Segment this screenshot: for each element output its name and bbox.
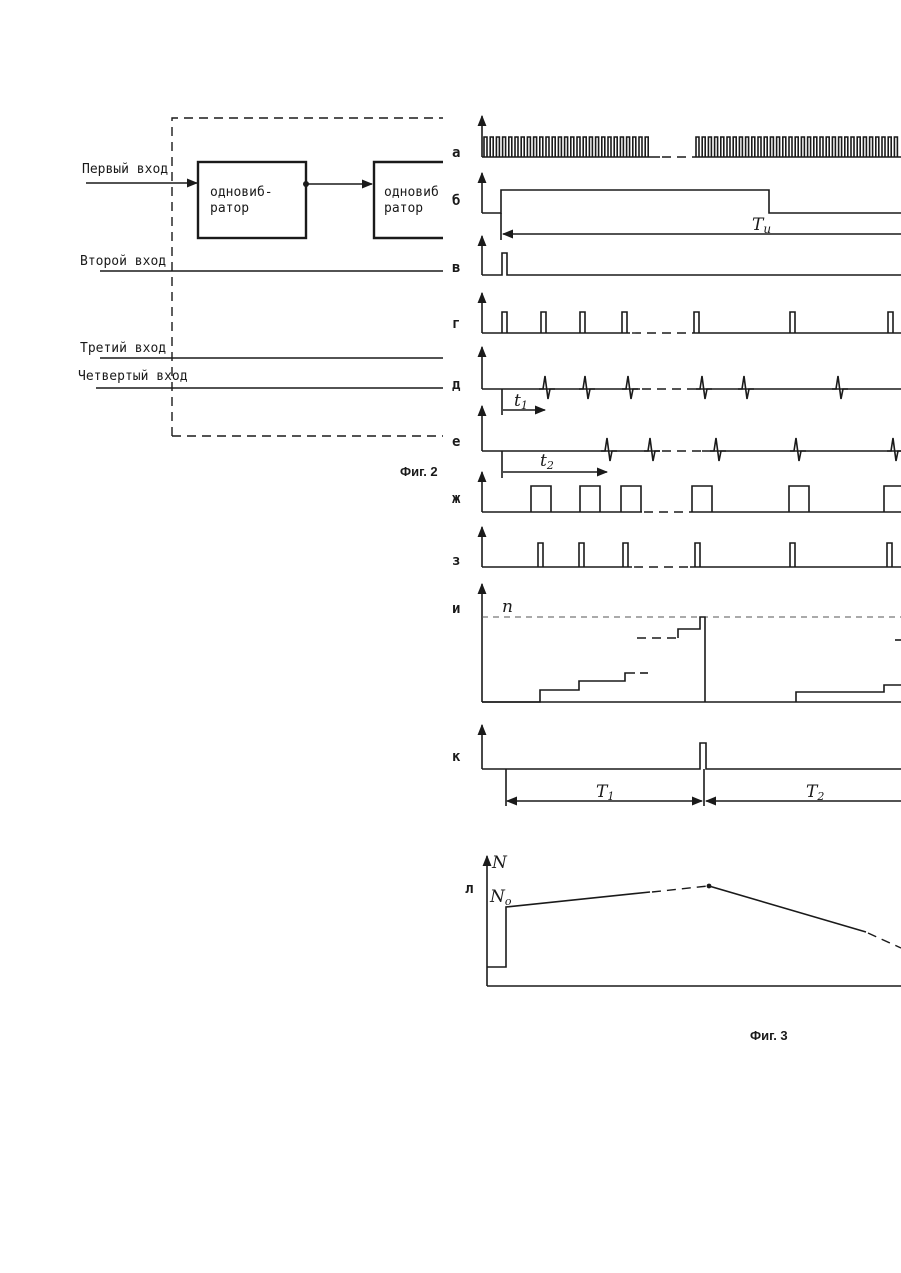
fig2-fourth-input-label: Четвертый вход bbox=[78, 369, 188, 384]
fig2-first-input-label: Первый вход bbox=[82, 162, 168, 177]
row-label-b: б bbox=[452, 193, 460, 209]
fig2-block-2-line1: одновиб bbox=[384, 185, 439, 200]
row-label-l: л bbox=[465, 881, 473, 897]
row-label-a: а bbox=[452, 145, 460, 161]
row-label-i: и bbox=[452, 601, 460, 617]
fig2-block-1-line2: ратор bbox=[210, 201, 249, 216]
fig2-monostable-block-1 bbox=[198, 162, 306, 238]
fig3-caption: Фиг. 3 bbox=[750, 1028, 788, 1043]
fig2-second-input-label: Второй вход bbox=[80, 254, 166, 269]
fig2-caption: Фиг. 2 bbox=[400, 464, 438, 479]
row-label-g: г bbox=[452, 316, 460, 332]
fig2-block-1-line1: одновиб- bbox=[210, 185, 273, 200]
fig2-block-diagram: Первый вход одновиб- ратор одновиб ратор… bbox=[78, 118, 445, 479]
label-n: n bbox=[502, 597, 513, 617]
fig2-block-2-line2: ратор bbox=[384, 201, 423, 216]
row-label-v: в bbox=[452, 260, 460, 276]
fig2-monostable-block-2 bbox=[374, 162, 443, 238]
row-label-k: к bbox=[452, 749, 461, 765]
row-label-z: з bbox=[452, 553, 460, 569]
fig2-third-input-label: Третий вход bbox=[80, 341, 166, 356]
label-N: N bbox=[491, 853, 508, 873]
row-label-zh: ж bbox=[452, 491, 461, 507]
row-label-d: д bbox=[452, 377, 461, 393]
row-label-e: е bbox=[452, 434, 460, 450]
